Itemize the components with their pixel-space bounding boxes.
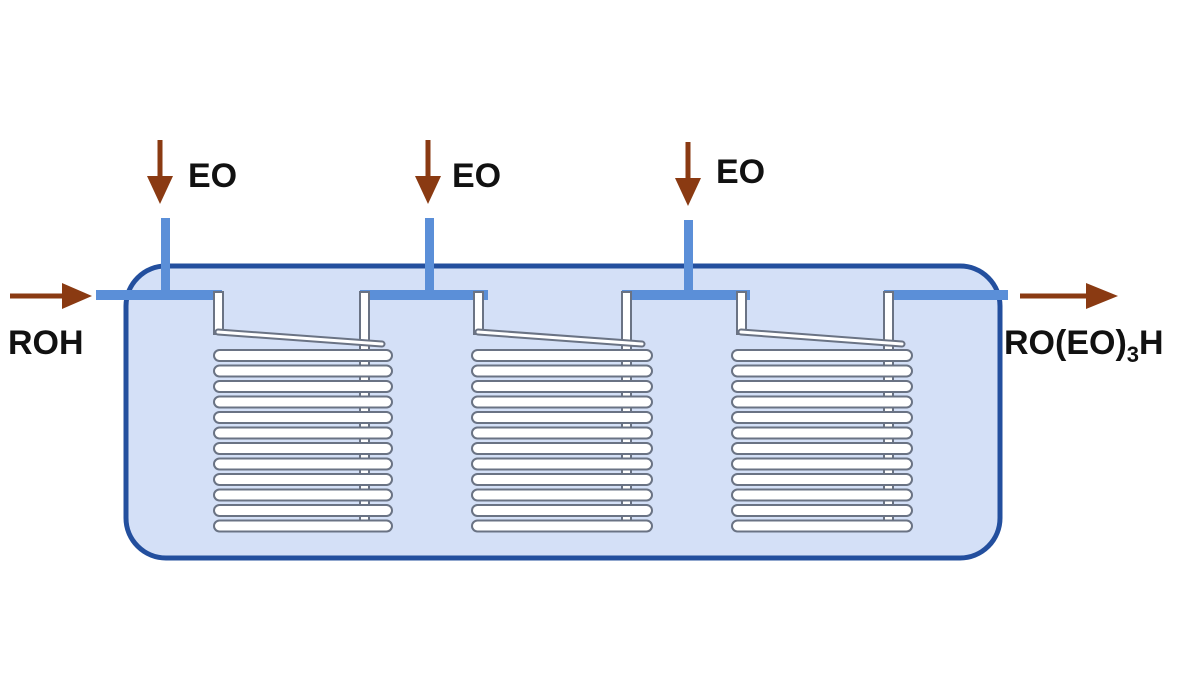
coil-turn: [731, 473, 913, 486]
coil-turn: [471, 349, 653, 362]
feed-label-2: EO: [452, 157, 501, 195]
coil-turn: [213, 519, 393, 533]
coil-turn: [213, 442, 393, 455]
inlet-label: ROH: [8, 324, 84, 362]
feed-nozzle-3: [684, 220, 693, 294]
coil-turn: [213, 426, 393, 440]
coil-stage-2: [471, 291, 653, 533]
coil-turn: [471, 473, 653, 486]
coil-turn: [731, 395, 913, 409]
coil-turn: [471, 457, 653, 471]
coil-turn: [471, 426, 653, 440]
coil-turn: [731, 442, 913, 455]
coil-connector-core: [476, 330, 644, 346]
coil-turn: [731, 519, 913, 533]
coil-turn: [213, 380, 393, 393]
feed-arrow-2: [415, 140, 441, 204]
coil-turn: [471, 395, 653, 409]
coil-turn: [213, 457, 393, 471]
coil-turn: [471, 364, 653, 378]
feed-nozzle-2: [425, 218, 434, 294]
header-pipe-2-3: [622, 290, 750, 300]
outlet-label: RO(EO)3H: [1004, 324, 1164, 367]
feed-label-3: EO: [716, 153, 765, 191]
feed-arrow-3: [675, 142, 701, 206]
coil-turn: [213, 411, 393, 424]
coil-turn: [213, 488, 393, 502]
coil-turn: [471, 488, 653, 502]
coil-inlet-tube: [213, 291, 224, 335]
coil-stage-1: [213, 291, 393, 533]
outlet-pipe: [884, 290, 1008, 300]
coil-inlet-tube: [473, 291, 484, 335]
inlet-pipe: [96, 290, 222, 300]
coil-turn: [471, 442, 653, 455]
coil-inlet-tube: [736, 291, 747, 335]
coil-turn: [471, 411, 653, 424]
inlet-arrow: [10, 283, 92, 309]
header-pipe-1-2: [360, 290, 488, 300]
coil-stages: [213, 291, 913, 533]
coil-turn: [213, 504, 393, 517]
coil-turn: [731, 488, 913, 502]
coil-turn: [471, 504, 653, 517]
coil-connector-core: [739, 330, 904, 346]
coil-turn: [731, 380, 913, 393]
coil-turn: [731, 364, 913, 378]
feed-arrow-1: [147, 140, 173, 204]
outlet-arrow: [1020, 283, 1118, 309]
coil-turn: [731, 426, 913, 440]
coil-turn: [471, 380, 653, 393]
coil-connector-core: [216, 330, 384, 346]
coil-turn: [213, 395, 393, 409]
coil-turn: [731, 349, 913, 362]
feed-label-1: EO: [188, 157, 237, 195]
feed-nozzle-1: [161, 218, 170, 294]
coil-turn: [471, 519, 653, 533]
coil-turn: [213, 349, 393, 362]
coil-turn: [731, 411, 913, 424]
outlet-label-subscript: 3: [1127, 342, 1139, 367]
coil-turn: [731, 504, 913, 517]
coil-stage-3: [731, 291, 913, 533]
coil-turn: [213, 364, 393, 378]
coil-turn: [731, 457, 913, 471]
coil-turn: [213, 473, 393, 486]
